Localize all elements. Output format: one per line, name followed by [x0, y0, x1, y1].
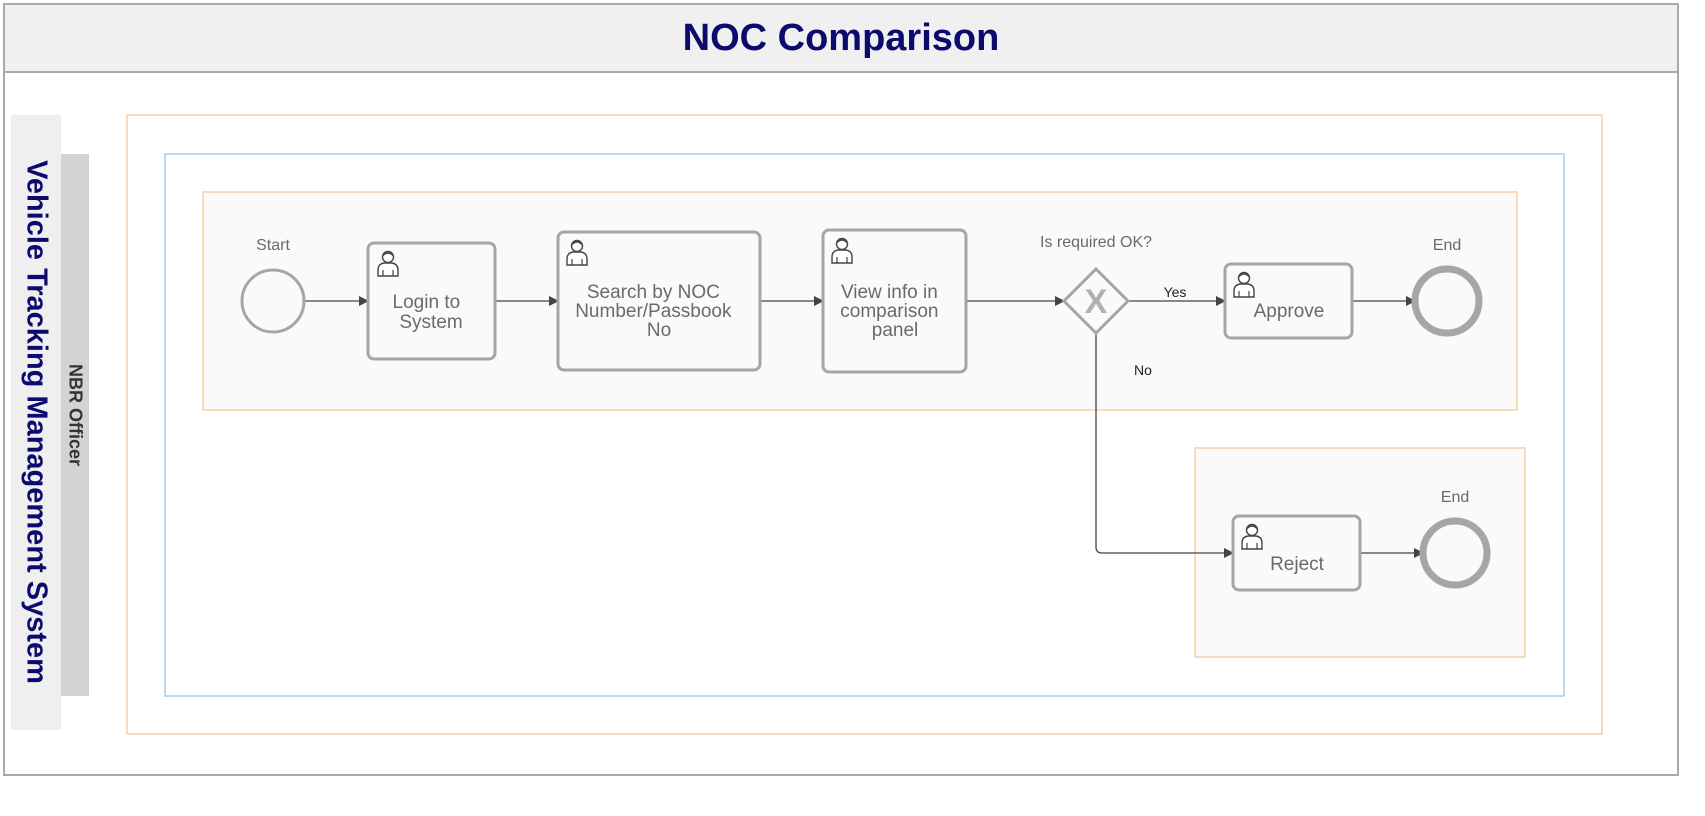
title-bar: NOC Comparison — [3, 3, 1679, 73]
svg-text:View info in comparison: View info in comparison panel — [840, 282, 944, 341]
sequence-flows — [305, 296, 1424, 558]
login-label-1: Login to — [393, 292, 461, 313]
pool-header: Vehicle Tracking Management System — [11, 115, 61, 730]
search-label-3: No — [647, 320, 671, 341]
gateway-label: Is required OK? — [1040, 234, 1152, 251]
svg-text:Search by NOC Number/Pas: Search by NOC Number/Passbook No — [575, 282, 737, 341]
start-event — [240, 268, 306, 334]
end-event-approve — [1411, 265, 1483, 337]
login-label-2: System — [399, 312, 462, 333]
search-label-1: Search by NOC — [587, 282, 720, 303]
svg-text:Login to System: Login to System — [393, 292, 466, 333]
lane-container — [164, 153, 1565, 697]
page-title: NOC Comparison — [682, 16, 1000, 59]
flow-no — [1095, 332, 1234, 558]
reject-label: Reject — [1270, 554, 1325, 575]
pool-container — [126, 114, 1603, 735]
view-label-3: panel — [872, 320, 919, 341]
lane-header: NBR Officer — [61, 154, 89, 696]
login-task: Login to System — [366, 241, 497, 361]
flow-yes-label: Yes — [1164, 284, 1187, 300]
search-label-2: Number/Passbook — [575, 301, 732, 322]
exclusive-gateway: X — [1061, 266, 1131, 336]
end-approve-label: End — [1433, 237, 1461, 254]
search-task: Search by NOC Number/Passbook No — [556, 230, 762, 372]
view-label-1: View info in — [841, 282, 938, 303]
flow-no-label: No — [1134, 362, 1152, 378]
end-event-reject — [1419, 517, 1491, 589]
gateway-x-icon: X — [1085, 283, 1108, 321]
end-reject-label: End — [1441, 489, 1469, 506]
start-label: Start — [256, 237, 290, 254]
view-task: View info in comparison panel — [821, 228, 968, 374]
approve-label: Approve — [1254, 301, 1325, 322]
approve-task: Approve — [1223, 262, 1354, 340]
view-label-2: comparison — [840, 301, 938, 322]
reject-task: Reject — [1231, 514, 1362, 592]
